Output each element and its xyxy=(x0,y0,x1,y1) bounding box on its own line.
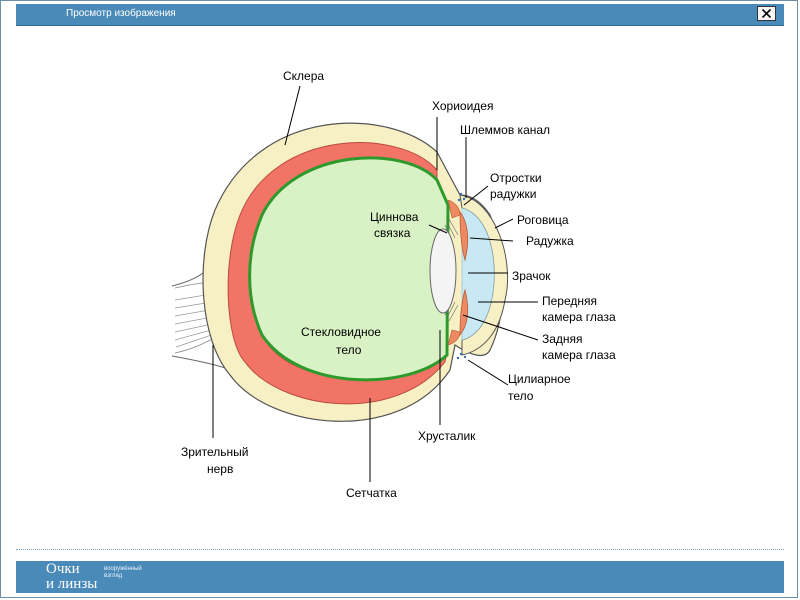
label-schlemm: Шлеммов канал xyxy=(460,123,550,137)
label-iris-processes-2: радужки xyxy=(490,187,536,201)
label-choroid: Хориоидея xyxy=(432,99,493,113)
logo-line2: и линзы xyxy=(46,576,98,592)
label-iris: Радужка xyxy=(526,234,574,248)
vitreous-body xyxy=(248,156,450,382)
label-vitreous-2: тело xyxy=(336,343,362,357)
ciliary-body-upper xyxy=(447,199,461,219)
label-zinn-1: Циннова xyxy=(370,210,419,224)
footer-bar: Очки и линзы вооружённый взгляд xyxy=(16,561,784,593)
label-iris-processes-1: Отростки xyxy=(490,171,542,185)
label-anterior-1: Передняя xyxy=(542,294,597,308)
label-ciliary-2: тело xyxy=(508,389,534,403)
title-bar: Просмотр изображения xyxy=(16,4,784,26)
label-vitreous-1: Стекловидное xyxy=(301,325,381,339)
label-optic-1: Зрительный xyxy=(181,445,248,459)
iris-upper xyxy=(459,210,469,262)
label-optic-2: нерв xyxy=(207,462,233,476)
label-pupil: Зрачок xyxy=(512,269,551,283)
label-retina: Сетчатка xyxy=(346,486,397,500)
close-button[interactable] xyxy=(757,6,776,21)
iris-lower xyxy=(459,288,469,337)
label-ciliary-1: Цилиарное xyxy=(508,372,571,386)
schlemm-canal xyxy=(456,192,467,360)
leader-lines xyxy=(212,85,539,482)
eye-diagram: Склера Хориоидея Шлеммов канал Отростки … xyxy=(171,69,616,500)
label-zinn-2: связка xyxy=(374,226,411,240)
ciliary-body-lower xyxy=(447,329,461,346)
logo-tag-2: взгляд xyxy=(104,573,123,579)
label-cornea: Роговица xyxy=(517,213,569,227)
logo-tag-1: вооружённый xyxy=(104,566,142,572)
anterior-chamber xyxy=(461,207,495,341)
footer-divider xyxy=(16,549,784,550)
label-lens: Хрусталик xyxy=(418,429,476,443)
logo-tagline: вооружённый взгляд xyxy=(104,566,164,580)
close-icon xyxy=(761,9,772,18)
label-anterior-2: камера глаза xyxy=(542,310,616,324)
label-posterior-1: Задняя xyxy=(542,332,583,346)
label-posterior-2: камера глаза xyxy=(542,348,616,362)
window-title: Просмотр изображения xyxy=(66,8,176,19)
label-sclera: Склера xyxy=(283,69,324,83)
logo-line1: Очки xyxy=(46,561,80,577)
lens xyxy=(429,228,457,314)
